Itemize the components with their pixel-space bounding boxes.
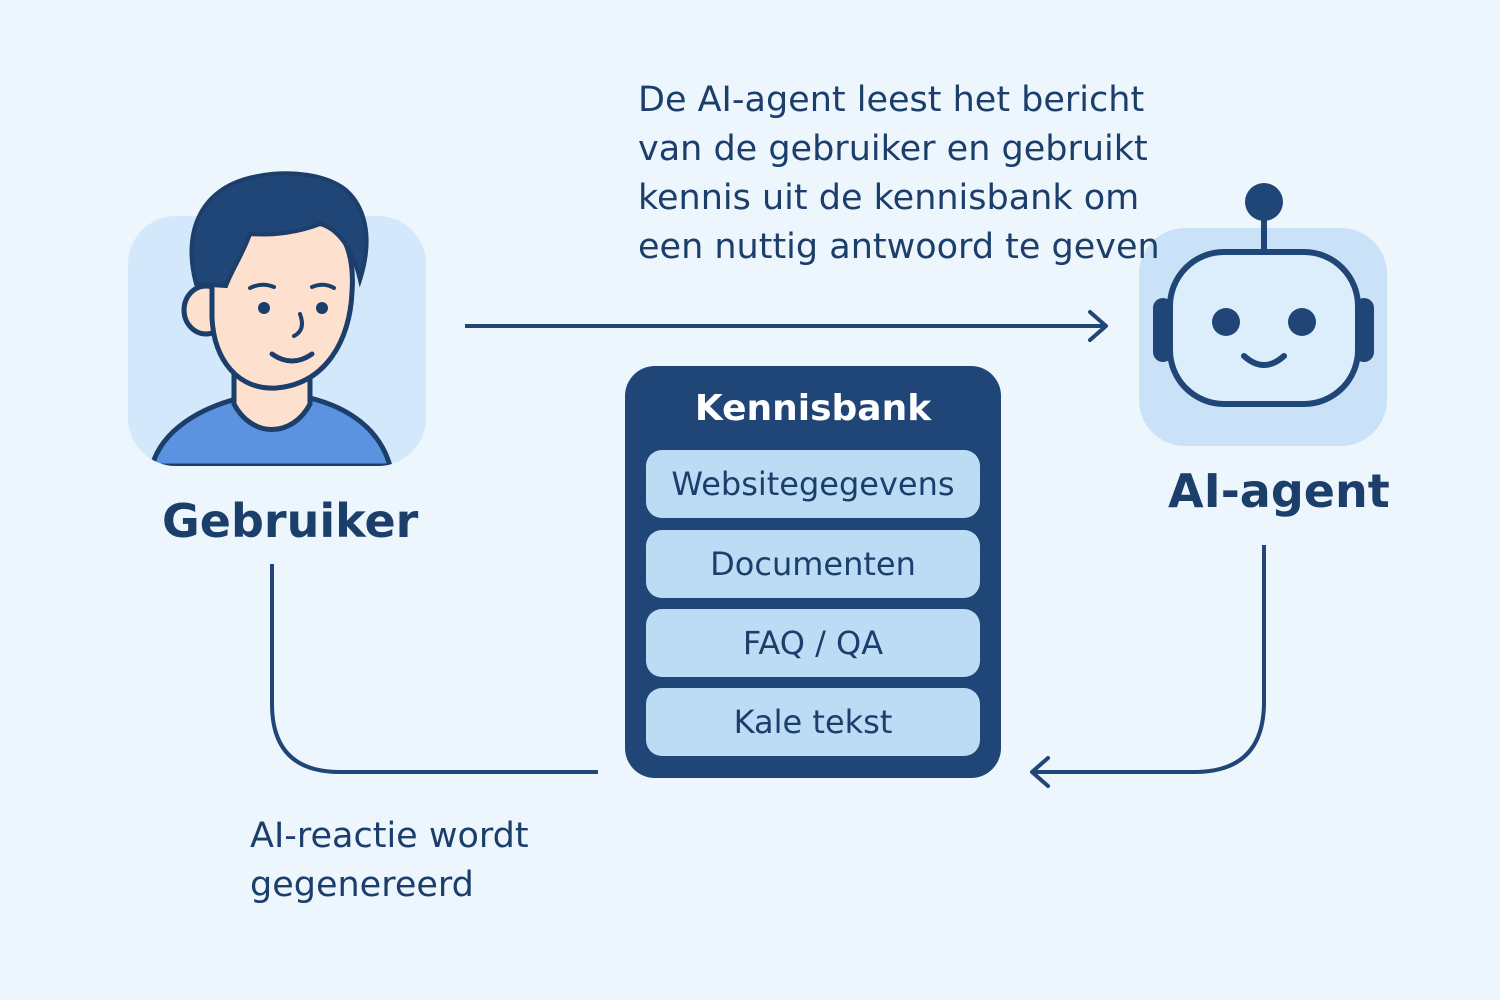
robot-icon	[1139, 183, 1387, 446]
description-line: een nuttig antwoord te geven	[638, 227, 1160, 267]
response-note: AI-reactie wordt gegenereerd	[250, 812, 529, 910]
description-line: kennis uit de kennisbank om	[638, 178, 1140, 218]
description-line: De AI-agent leest het bericht	[638, 80, 1145, 120]
user-label: Gebruiker	[162, 494, 419, 548]
agent-label: AI-agent	[1168, 464, 1390, 518]
kb-item-documents: Documenten	[646, 530, 980, 598]
kb-item-faq: FAQ / QA	[646, 609, 980, 677]
agent-description: De AI-agent leest het bericht van de geb…	[638, 76, 1160, 272]
arrow-left-icon	[1030, 545, 1266, 788]
response-note-line: AI-reactie wordt	[250, 816, 529, 856]
user-avatar-icon	[128, 171, 426, 466]
kb-item-website-data: Websitegegevens	[646, 450, 980, 518]
knowledge-base-title: Kennisbank	[694, 388, 932, 429]
response-note-line: gegenereerd	[250, 865, 474, 905]
kb-item-plain-text: Kale tekst	[646, 688, 980, 756]
response-connector	[270, 564, 598, 774]
arrow-right-icon	[465, 310, 1108, 342]
knowledge-base-panel: Kennisbank Websitegegevens Documenten FA…	[625, 366, 1001, 778]
description-line: van de gebruiker en gebruikt	[638, 129, 1148, 169]
